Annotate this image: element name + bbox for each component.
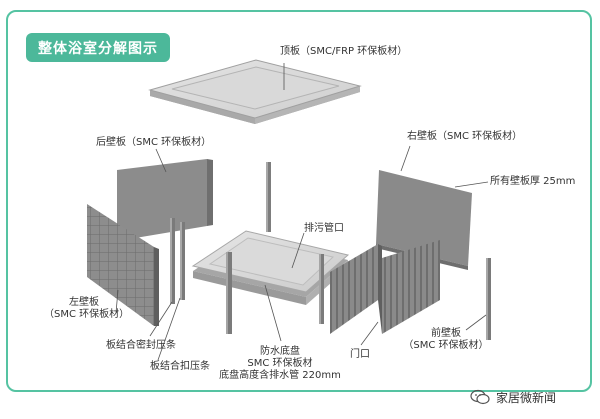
seal-strips: [170, 218, 185, 304]
label-base-tray: 防水底盘 SMC 环保板材 底盘高度含排水管 220mm: [210, 346, 350, 382]
corner-posts: [226, 252, 324, 334]
label-front-wall-line2: （SMC 环保板材）: [403, 340, 489, 351]
label-base-line1: 防水底盘: [260, 346, 300, 357]
label-left-wall-line1: 左壁板: [69, 297, 99, 308]
left-wall-panel: [87, 204, 159, 326]
label-left-wall: 左壁板 （SMC 环保板材）: [44, 297, 130, 321]
label-wall-thickness: 所有壁板厚 25mm: [490, 176, 576, 187]
label-buckle-strip: 板结合扣压条: [150, 361, 210, 372]
watermark: 家居微新闻: [470, 386, 556, 408]
label-base-line2: SMC 环保板材: [247, 358, 313, 369]
rear-seal-strip: [266, 162, 271, 232]
diagram-title: 整体浴室分解图示: [26, 33, 170, 62]
waterproof-base-tray: [191, 230, 350, 305]
label-back-wall: 后壁板（SMC 环保板材）: [96, 137, 212, 148]
front-seal-strip: [486, 258, 491, 340]
label-base-line3: 底盘高度含排水管 220mm: [219, 370, 341, 381]
watermark-text: 家居微新闻: [496, 390, 557, 405]
wechat-icon: [470, 389, 490, 405]
roof-panel: [148, 59, 362, 124]
label-front-wall: 前壁板 （SMC 环保板材）: [396, 328, 496, 352]
label-roof-panel: 顶板（SMC/FRP 环保板材）: [280, 46, 408, 57]
label-right-wall: 右壁板（SMC 环保板材）: [407, 131, 523, 142]
label-door: 门口: [350, 349, 370, 360]
label-seal-strip: 板结合密封压条: [106, 340, 176, 351]
label-drain-outlet: 排污管口: [304, 223, 344, 234]
label-front-wall-line1: 前壁板: [431, 328, 461, 339]
leader-lines: [115, 63, 489, 361]
front-wall-panel: [330, 240, 440, 334]
label-left-wall-line2: （SMC 环保板材）: [44, 309, 130, 320]
back-wall-panel: [117, 159, 213, 241]
